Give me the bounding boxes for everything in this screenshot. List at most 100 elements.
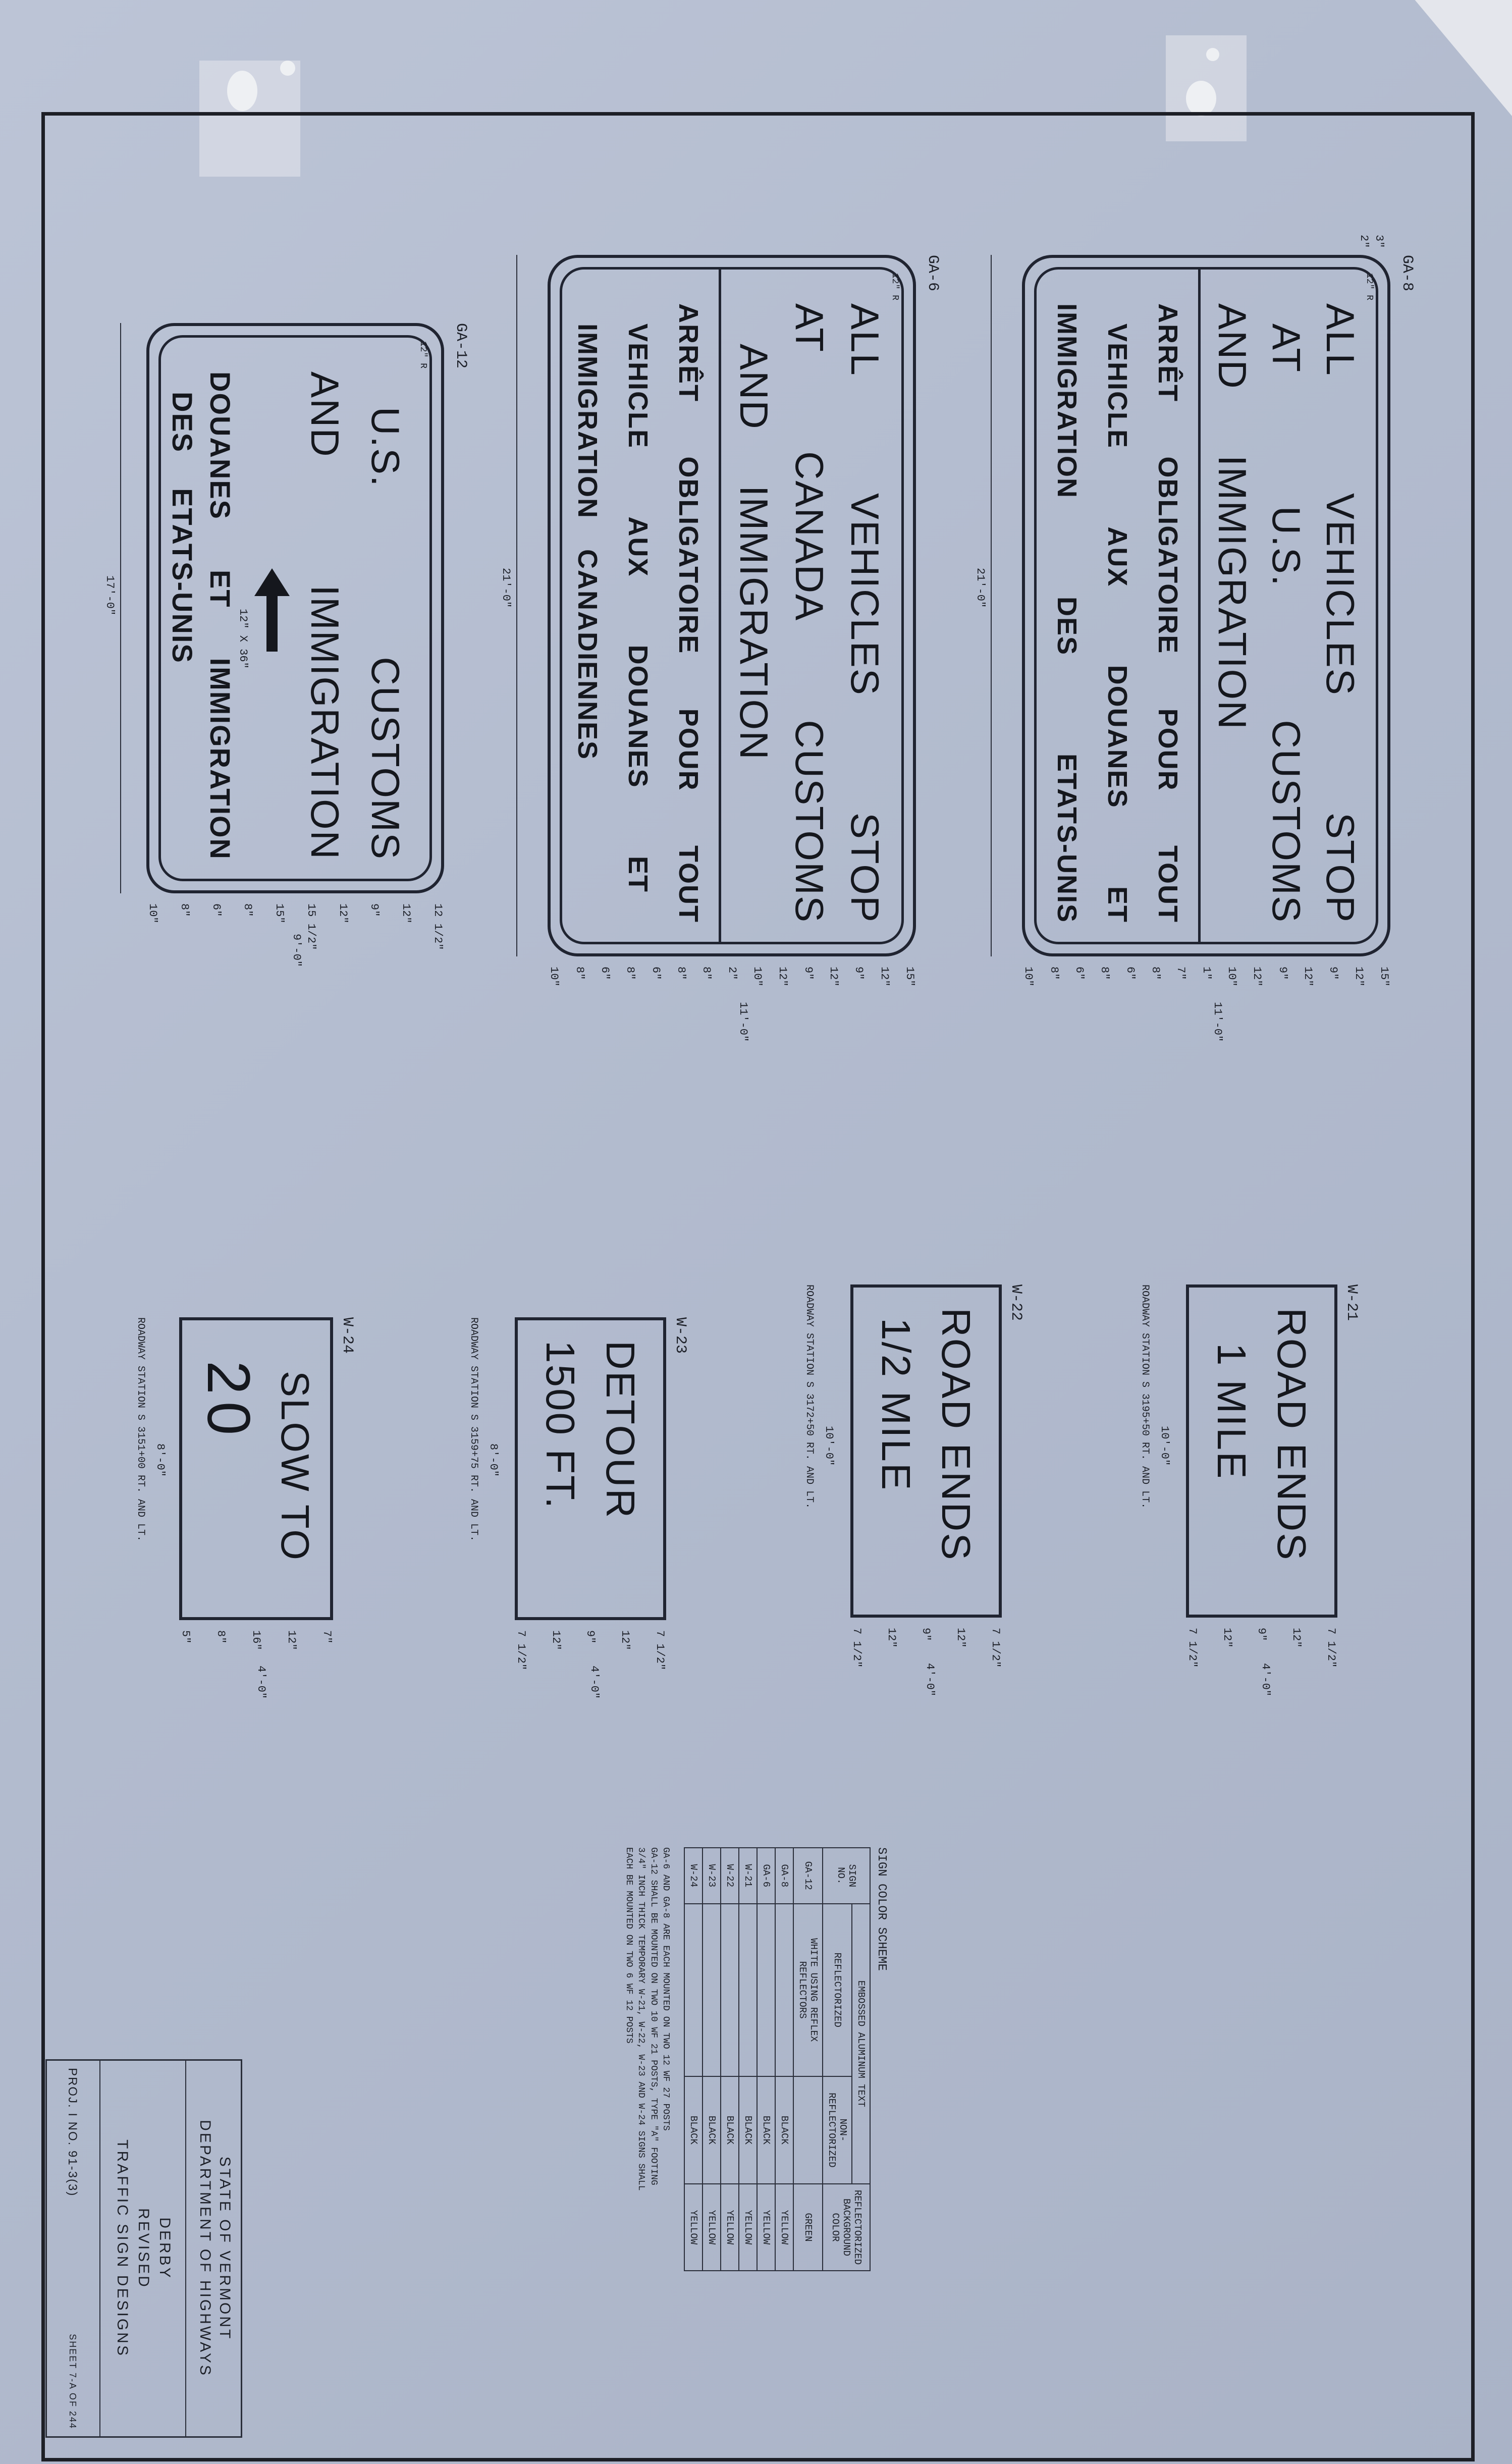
roadway-station: ROADWAY STATION S 3151+00 RT. AND LT. [135,1317,146,1542]
border-dimension: 2" [1358,235,1370,248]
sign-divider [719,267,721,944]
roadway-station: ROADWAY STATION S 3195+50 RT. AND LT. [1139,1284,1151,1509]
width-dimension: 10'-0" [823,1426,835,1466]
column-header: REFLECTORIZED [823,1903,852,2076]
sign-id-label: GA-12 [452,323,469,369]
sign-divider [1198,267,1201,944]
location-label: DERBY [156,2217,173,2280]
folded-corner [1415,0,1512,116]
note-line: GA-6 AND GA-8 ARE EACH MOUNTED ON TWO 12… [661,1847,671,2131]
line-spacing-dimensions: 7 1/2"12"9"12"7 1/2" [1186,1628,1337,1668]
torn-hole [227,71,257,111]
sign-line: 1 MILE [1209,1343,1255,1480]
state-label: STATE OF VERMONT [217,2156,233,2341]
sign-line: 1500 FT. [538,1341,583,1510]
height-dimension: 4'-0" [255,1666,267,1699]
sign-line: SLOW TO [273,1371,318,1562]
sign-line: 20 [195,1361,263,1442]
line-spacing-dimensions: 7 1/2"12"9"12"7 1/2" [850,1628,1002,1668]
column-header: REFLECTORIZED BACKGROUND COLOR [823,2184,870,2271]
arrow-icon [254,568,290,652]
sign-w-21: ROAD ENDS 1 MILE [1186,1284,1337,1618]
sign-id-label: W-24 [339,1317,356,1354]
torn-hole [1206,48,1219,61]
width-dimension: 8'-0" [487,1443,500,1477]
corner-radius-label: 12" R [418,341,428,369]
width-dimension: 21'-0" [974,568,987,608]
height-dimension: 9'-0" [290,934,303,968]
drawing-title-block: DERBY REVISED TRAFFIC SIGN DESIGNS [99,2061,185,2436]
drawing-border [41,112,1475,2461]
sign-line: ROAD ENDS [934,1308,979,1562]
sign-line: U.S.CUSTOMS [363,407,408,860]
project-block: PROJ. I NO. 91-3(3) SHEET 7-A OF 244 [45,2061,99,2436]
line-spacing-dimensions: 12 1/2"12"9"12"15 1/2"15"8"6"8"10" [146,903,444,950]
line-spacing-dimensions: 7"12"16"8"5" [179,1630,333,1650]
corner-radius-label: 12" R [1364,273,1374,301]
color-scheme-group: SIGN COLOR SCHEME SIGN NO. EMBOSSED ALUM… [623,1847,888,2271]
color-scheme-title: SIGN COLOR SCHEME [875,1847,888,1971]
width-dimension: 8'-0" [154,1443,167,1477]
note-line: EACH BE MOUNTED ON TWO 6 WF 12 POSTS [624,1847,634,2044]
sign-text-block: ROAD ENDS 1 MILE [1202,1308,1322,1594]
table-header-row: SIGN NO. EMBOSSED ALUMINUM TEXT REFLECTO… [823,1848,870,2271]
line-spacing-dimensions: 15"12"9"12"9"12"10"1"7"8"6"8"6"8"10" [1022,967,1390,987]
width-dimension-line [991,255,992,956]
mounting-notes: GA-6 AND GA-8 ARE EACH MOUNTED ON TWO 12… [623,1847,672,2271]
note-line: GA-12 SHALL BE MOUNTED ON TWO 10 WF 21 P… [648,1847,659,2185]
title-block: STATE OF VERMONT DEPARTMENT OF HIGHWAYS … [45,2059,242,2438]
agency-block: STATE OF VERMONT DEPARTMENT OF HIGHWAYS [185,2061,241,2436]
revision-label: REVISED [135,2208,152,2289]
sign-line: DETOUR [598,1341,643,1520]
height-dimension: 4'-0" [1259,1663,1272,1697]
width-dimension-line [516,255,517,956]
width-dimension-line [120,323,121,893]
line-spacing-dimensions: 7 1/2"12"9"12"7 1/2" [515,1630,666,1671]
torn-hole [1186,81,1216,116]
height-dimension: 11'-0" [737,1002,749,1042]
title-block-frame: STATE OF VERMONT DEPARTMENT OF HIGHWAYS … [45,2059,242,2438]
sign-w-23: DETOUR 1500 FT. [515,1317,666,1620]
sign-id-label: W-22 [1007,1284,1024,1321]
sign-w-24: SLOW TO 20 [179,1317,333,1620]
sign-id-label: W-21 [1343,1284,1360,1321]
corner-radius-label: 12" R [890,273,900,301]
note-line: 3/4" INCH THICK TEMPORARY W-21, W-22, W-… [636,1847,646,2191]
drawing-title: TRAFFIC SIGN DESIGNS [114,2139,131,2358]
width-dimension: 10'-0" [1158,1426,1171,1466]
column-header: NON-REFLECTORIZED [823,2076,852,2184]
sign-id-label: GA-6 [924,255,941,292]
sheet-number: SHEET 7-A OF 244 [68,2334,78,2429]
width-dimension: 17'-0" [103,575,116,616]
column-header: SIGN NO. [823,1848,870,1904]
roadway-station: ROADWAY STATION S 3159+75 RT. AND LT. [468,1317,479,1542]
height-dimension: 11'-0" [1211,1002,1224,1042]
